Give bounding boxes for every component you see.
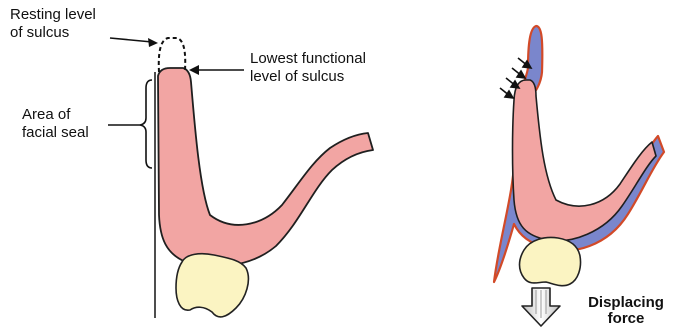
facial-seal-line-1: Area of — [22, 106, 89, 124]
lowest-level-line-1: Lowest functional — [250, 50, 366, 68]
lowest-level-arrow — [189, 65, 244, 75]
displacing-force-arrow — [522, 288, 560, 326]
gum-tissue-left — [158, 68, 373, 266]
displacing-force-line-2: force — [578, 312, 674, 326]
displacing-force-label: Displacing force — [578, 294, 674, 326]
tooth-left — [176, 254, 248, 317]
resting-level-arrow — [110, 38, 158, 47]
gum-tissue-right — [513, 80, 657, 241]
facial-seal-label: Area of facial seal — [22, 106, 89, 142]
facial-seal-brace — [140, 80, 152, 168]
resting-level-line-2: of sulcus — [10, 24, 96, 42]
tooth-right — [520, 238, 581, 286]
facial-seal-line-2: facial seal — [22, 124, 89, 142]
resting-level-line-1: Resting level — [10, 6, 96, 24]
lowest-level-label: Lowest functional level of sulcus — [250, 50, 366, 86]
resting-level-label: Resting level of sulcus — [10, 6, 96, 42]
right-diagram — [494, 26, 664, 326]
lowest-level-line-2: level of sulcus — [250, 68, 366, 86]
resting-level-outline — [159, 38, 185, 72]
